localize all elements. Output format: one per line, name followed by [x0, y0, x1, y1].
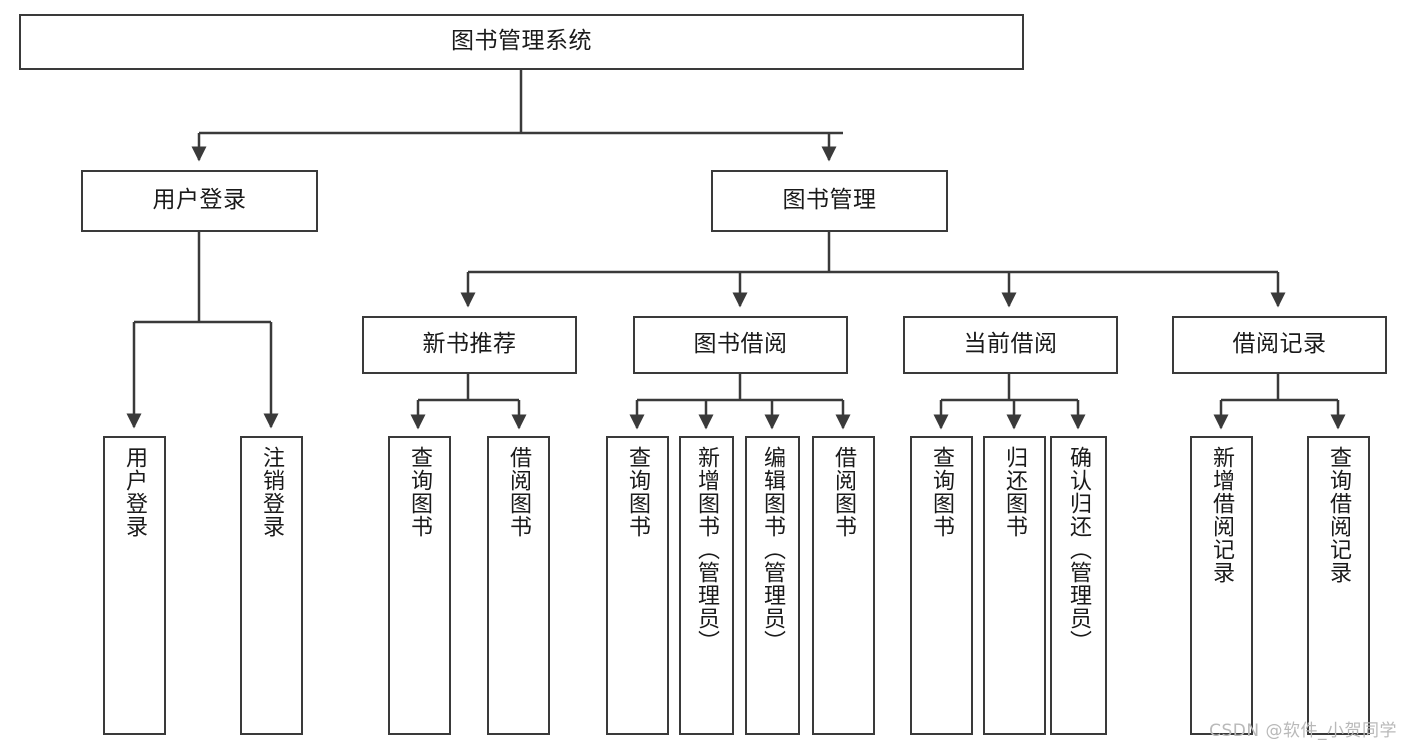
leaf-add-borrow-record[interactable]: 新增借阅记录	[1190, 436, 1253, 735]
leaf-confirm-return-admin-label: 确认归还（管理员）	[1066, 446, 1092, 653]
leaf-user-login[interactable]: 用户登录	[103, 436, 166, 735]
node-borrow-records[interactable]: 借阅记录	[1172, 316, 1387, 374]
leaf-query-borrow-record-label: 查询借阅记录	[1326, 446, 1352, 584]
leaf-return-book[interactable]: 归还图书	[983, 436, 1046, 735]
node-root[interactable]: 图书管理系统	[19, 14, 1024, 70]
leaf-add-borrow-record-label: 新增借阅记录	[1209, 446, 1235, 584]
leaf-edit-book-admin[interactable]: 编辑图书（管理员）	[745, 436, 800, 735]
leaf-confirm-return-admin[interactable]: 确认归还（管理员）	[1050, 436, 1107, 735]
leaf-query-book-recommend[interactable]: 查询图书	[388, 436, 451, 735]
leaf-query-book-borrow-label: 查询图书	[625, 446, 651, 538]
leaf-edit-book-admin-label: 编辑图书（管理员）	[760, 446, 786, 653]
leaf-query-borrow-record[interactable]: 查询借阅记录	[1307, 436, 1370, 735]
node-book-management[interactable]: 图书管理	[711, 170, 948, 232]
node-book-borrow-label: 图书借阅	[693, 331, 788, 358]
leaf-query-book-current-label: 查询图书	[929, 446, 955, 538]
node-borrow-records-label: 借阅记录	[1232, 331, 1327, 358]
leaf-add-book-admin[interactable]: 新增图书（管理员）	[679, 436, 734, 735]
node-book-management-label: 图书管理	[782, 187, 877, 214]
leaf-add-book-admin-label: 新增图书（管理员）	[694, 446, 720, 653]
leaf-borrow-book-label: 借阅图书	[831, 446, 857, 538]
csdn-watermark: CSDN @软件_小贺同学	[1209, 721, 1397, 741]
node-current-borrow-label: 当前借阅	[963, 331, 1058, 358]
leaf-user-logout-label: 注销登录	[259, 446, 285, 538]
leaf-user-logout[interactable]: 注销登录	[240, 436, 303, 735]
leaf-query-book-borrow[interactable]: 查询图书	[606, 436, 669, 735]
node-book-borrow[interactable]: 图书借阅	[633, 316, 848, 374]
node-user-login[interactable]: 用户登录	[81, 170, 318, 232]
leaf-query-book-recommend-label: 查询图书	[407, 446, 433, 538]
leaf-borrow-book-recommend[interactable]: 借阅图书	[487, 436, 550, 735]
leaf-borrow-book[interactable]: 借阅图书	[812, 436, 875, 735]
node-new-book-recommend-label: 新书推荐	[422, 331, 517, 358]
node-root-label: 图书管理系统	[451, 28, 592, 55]
leaf-query-book-current[interactable]: 查询图书	[910, 436, 973, 735]
node-new-book-recommend[interactable]: 新书推荐	[362, 316, 577, 374]
leaf-return-book-label: 归还图书	[1002, 446, 1028, 538]
leaf-user-login-label: 用户登录	[122, 446, 148, 538]
node-current-borrow[interactable]: 当前借阅	[903, 316, 1118, 374]
leaf-borrow-book-recommend-label: 借阅图书	[506, 446, 532, 538]
node-user-login-label: 用户登录	[152, 187, 247, 214]
